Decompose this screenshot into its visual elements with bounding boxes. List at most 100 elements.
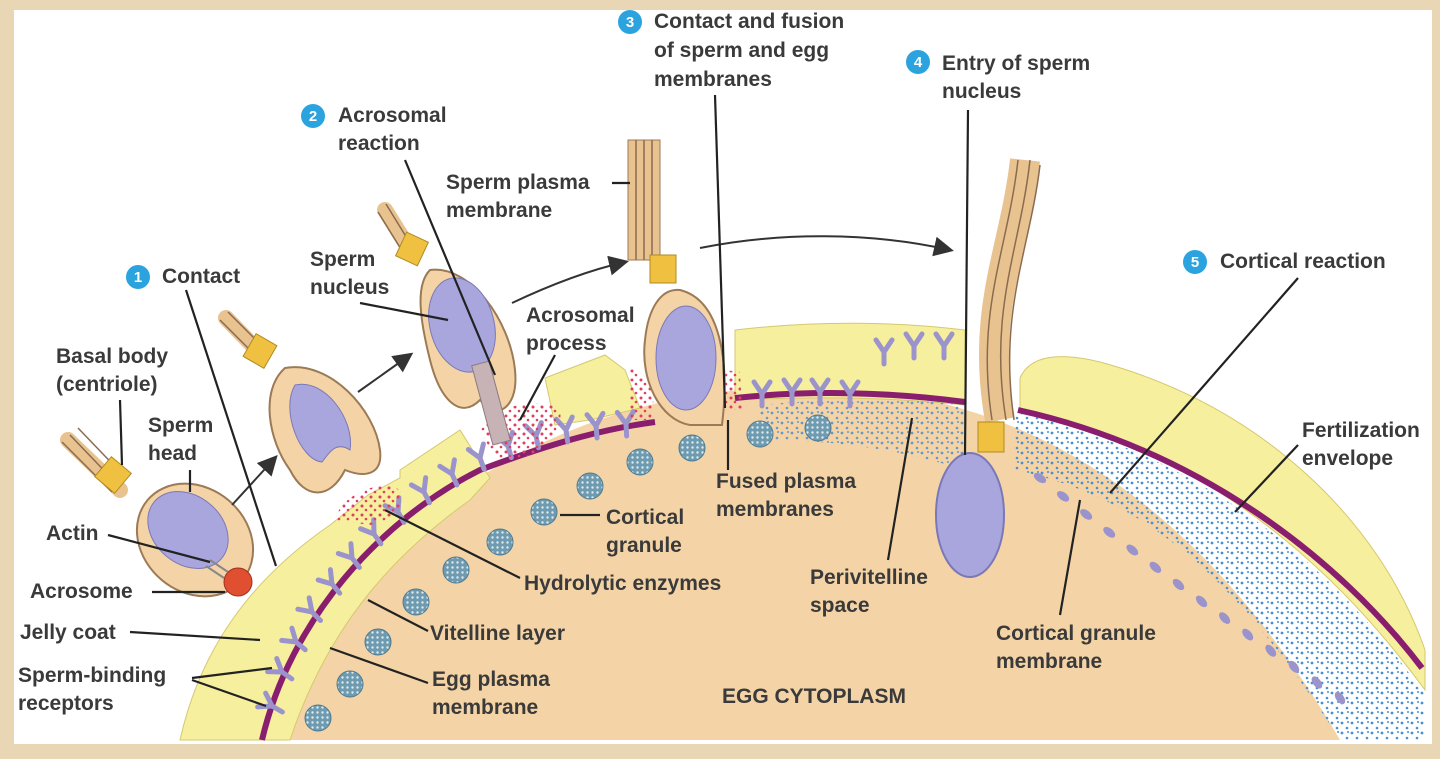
sperm-binding-receptor (335, 541, 362, 570)
sperm-binding-receptor (903, 331, 925, 361)
step-3-title-line2: of sperm and egg (654, 39, 829, 62)
label-egg-plasma-line1: Egg plasma (432, 668, 550, 691)
sperm-binding-receptor (358, 517, 384, 547)
cortical-granule-membrane-bump (1056, 491, 1070, 502)
cortical-granule-membrane-bump (1311, 676, 1323, 689)
cortical-granule (804, 414, 832, 442)
sperm-approach (218, 310, 382, 494)
label-cortical-granule-line2: granule (606, 534, 682, 557)
sperm-binding-receptor (265, 656, 295, 682)
step-2-title-line2: reaction (338, 132, 420, 155)
label-basal-body-line2: (centriole) (56, 373, 158, 396)
cortical-granule-membrane-bump (1080, 509, 1093, 520)
sperm-binding-receptor (295, 595, 323, 623)
label-hydrolytic-enzymes: Hydrolytic enzymes (524, 572, 721, 595)
label-cortical-granule-membrane-line1: Cortical granule (996, 622, 1156, 645)
step-5-badge: 5 (1183, 250, 1207, 274)
step-3-badge: 3 (618, 10, 642, 34)
step-5-title: Cortical reaction (1220, 250, 1386, 273)
sperm-contact (60, 427, 255, 598)
sperm-binding-receptor (751, 379, 773, 409)
cortical-granule (336, 670, 364, 698)
arrow-4 (699, 235, 954, 257)
cortical-granule-membrane-bump (1288, 660, 1300, 673)
label-sperm-binding-line2: receptors (18, 692, 114, 715)
cortical-granule (678, 434, 706, 462)
cortical-granule (402, 588, 430, 616)
sperm-binding-receptor (873, 337, 895, 367)
arrow-1 (231, 455, 278, 506)
arrow-2 (357, 352, 414, 393)
sperm-binding-receptor (584, 410, 606, 441)
vitelline-layer-left (259, 419, 656, 741)
label-egg-plasma-line2: membrane (432, 696, 538, 719)
cortical-granules-group (304, 414, 832, 732)
label-sperm-binding-line1: Sperm-binding (18, 664, 166, 687)
step-2-title-line1: Acrosomal (338, 104, 447, 127)
label-acrosomal-process-line1: Acrosomal (526, 304, 635, 327)
sperm-binding-receptor (255, 690, 285, 715)
step-1-badge: 1 (126, 265, 150, 289)
step-3-title-line3: membranes (654, 68, 772, 91)
step-1-title: Contact (162, 265, 240, 288)
svg-text:5: 5 (1191, 254, 1199, 271)
cortical-granule (364, 628, 392, 656)
acrosomal-process-rod (471, 360, 511, 446)
label-acrosome: Acrosome (30, 580, 133, 603)
sperm-binding-receptor (465, 441, 487, 472)
sperm-binding-receptor (809, 377, 831, 407)
sperm-binding-receptor (408, 475, 432, 506)
label-perivitelline-line1: Perivitelline (810, 566, 928, 589)
cortical-granule-membrane-bump (1149, 561, 1162, 573)
step-4-badge: 4 (906, 50, 930, 74)
svg-text:4: 4 (914, 54, 923, 71)
label-actin: Actin (46, 522, 99, 545)
label-vitelline-layer: Vitelline layer (430, 622, 565, 645)
cortical-granule (530, 498, 558, 526)
label-cortical-granule-line1: Cortical (606, 506, 684, 529)
label-fertilization-envelope-line2: envelope (1302, 447, 1393, 470)
cortical-granule (576, 472, 604, 500)
sperm-binding-receptor (437, 457, 460, 488)
sperm-binding-receptor (933, 331, 955, 361)
step-2-badge: 2 (301, 104, 325, 128)
label-fertilization-envelope-line1: Fertilization (1302, 419, 1420, 442)
cortical-granule (626, 448, 654, 476)
sperm-binding-receptor (315, 567, 343, 596)
label-egg-cytoplasm: EGG CYTOPLASM (722, 685, 906, 708)
cortical-granule-membrane-bump (1219, 612, 1231, 624)
label-basal-body-line1: Basal body (56, 345, 168, 368)
cortical-granule (486, 528, 514, 556)
arrow-3 (511, 255, 629, 304)
label-cortical-granule-membrane-line2: membrane (996, 650, 1102, 673)
leader-lines (107, 94, 1299, 708)
basal-body-centriole (93, 455, 133, 495)
cortical-granule-membrane-bump (1265, 644, 1277, 657)
svg-text:1: 1 (134, 269, 142, 286)
cortical-granule-membrane-bump (1334, 691, 1346, 705)
sperm-binding-receptor (781, 377, 803, 407)
hydrolytic-enzymes-cloud-4 (724, 370, 742, 410)
fertilization-envelope-membrane (1017, 407, 1425, 670)
sperm-nucleus-entered (935, 452, 1005, 578)
label-sperm-head-line1: Sperm (148, 414, 213, 437)
label-jelly-coat: Jelly coat (20, 621, 116, 644)
cortical-granule-membrane-bump (1103, 526, 1116, 538)
cortical-granule (442, 556, 470, 584)
cortical-granule-membrane-bump (1172, 578, 1185, 591)
sperm-entry (935, 158, 1041, 578)
acrosome-shape (223, 567, 253, 597)
cortical-granule (746, 420, 774, 448)
sperm-fusion (627, 139, 726, 426)
label-sperm-nucleus-line2: nucleus (310, 276, 389, 299)
label-acrosomal-process-line2: process (526, 332, 607, 355)
label-fused-membranes-line2: membranes (716, 498, 834, 521)
svg-text:2: 2 (309, 108, 317, 125)
label-sperm-plasma-line2: membrane (446, 199, 552, 222)
label-sperm-plasma-line1: Sperm plasma (446, 171, 590, 194)
label-sperm-head-line2: head (148, 442, 197, 465)
step-3-title-line1: Contact and fusion (654, 10, 844, 33)
step-4-title-line2: nucleus (942, 80, 1021, 103)
